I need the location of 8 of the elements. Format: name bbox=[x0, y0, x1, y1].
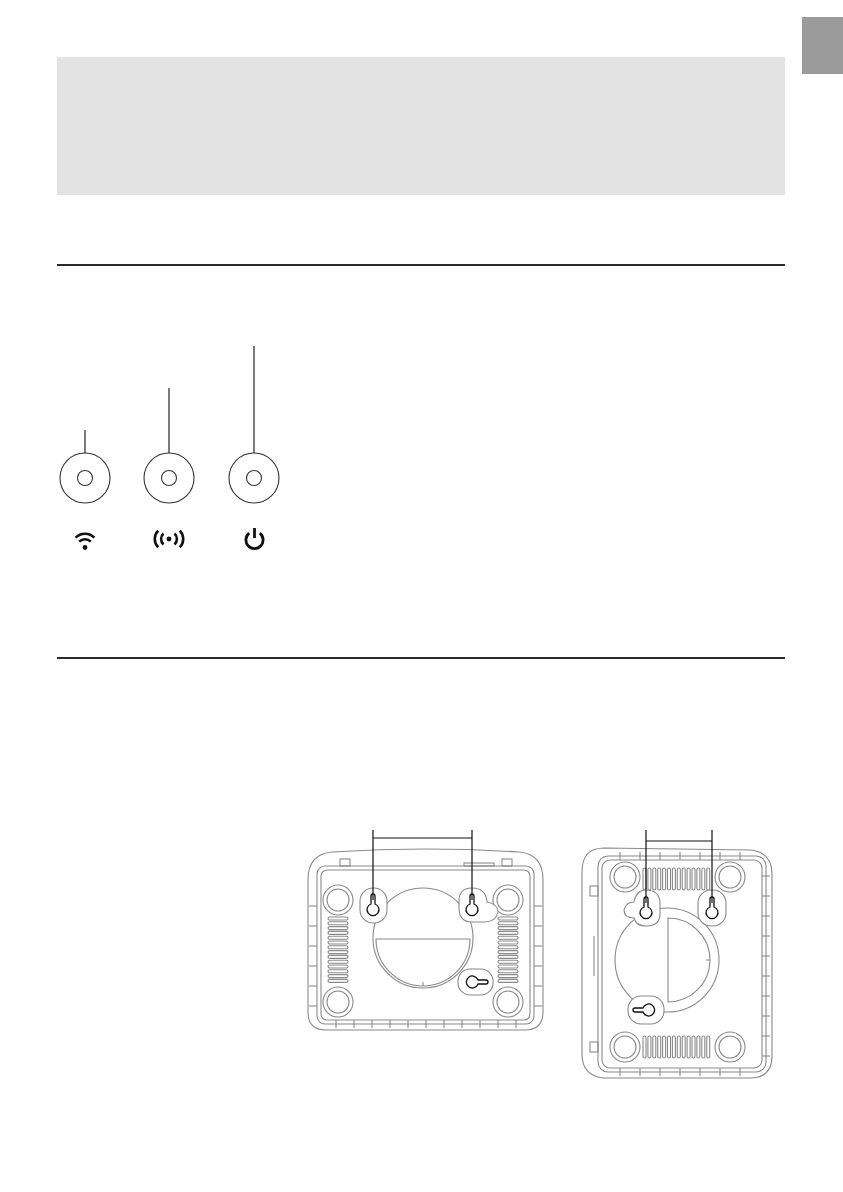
led-indicator bbox=[143, 452, 195, 504]
leader-line bbox=[168, 387, 170, 454]
leader-line bbox=[253, 345, 255, 454]
led-indicator bbox=[59, 452, 111, 504]
led-indicator bbox=[228, 452, 280, 504]
shaded-panel bbox=[57, 57, 785, 195]
leader-line bbox=[84, 429, 86, 454]
page-tab bbox=[802, 17, 843, 74]
